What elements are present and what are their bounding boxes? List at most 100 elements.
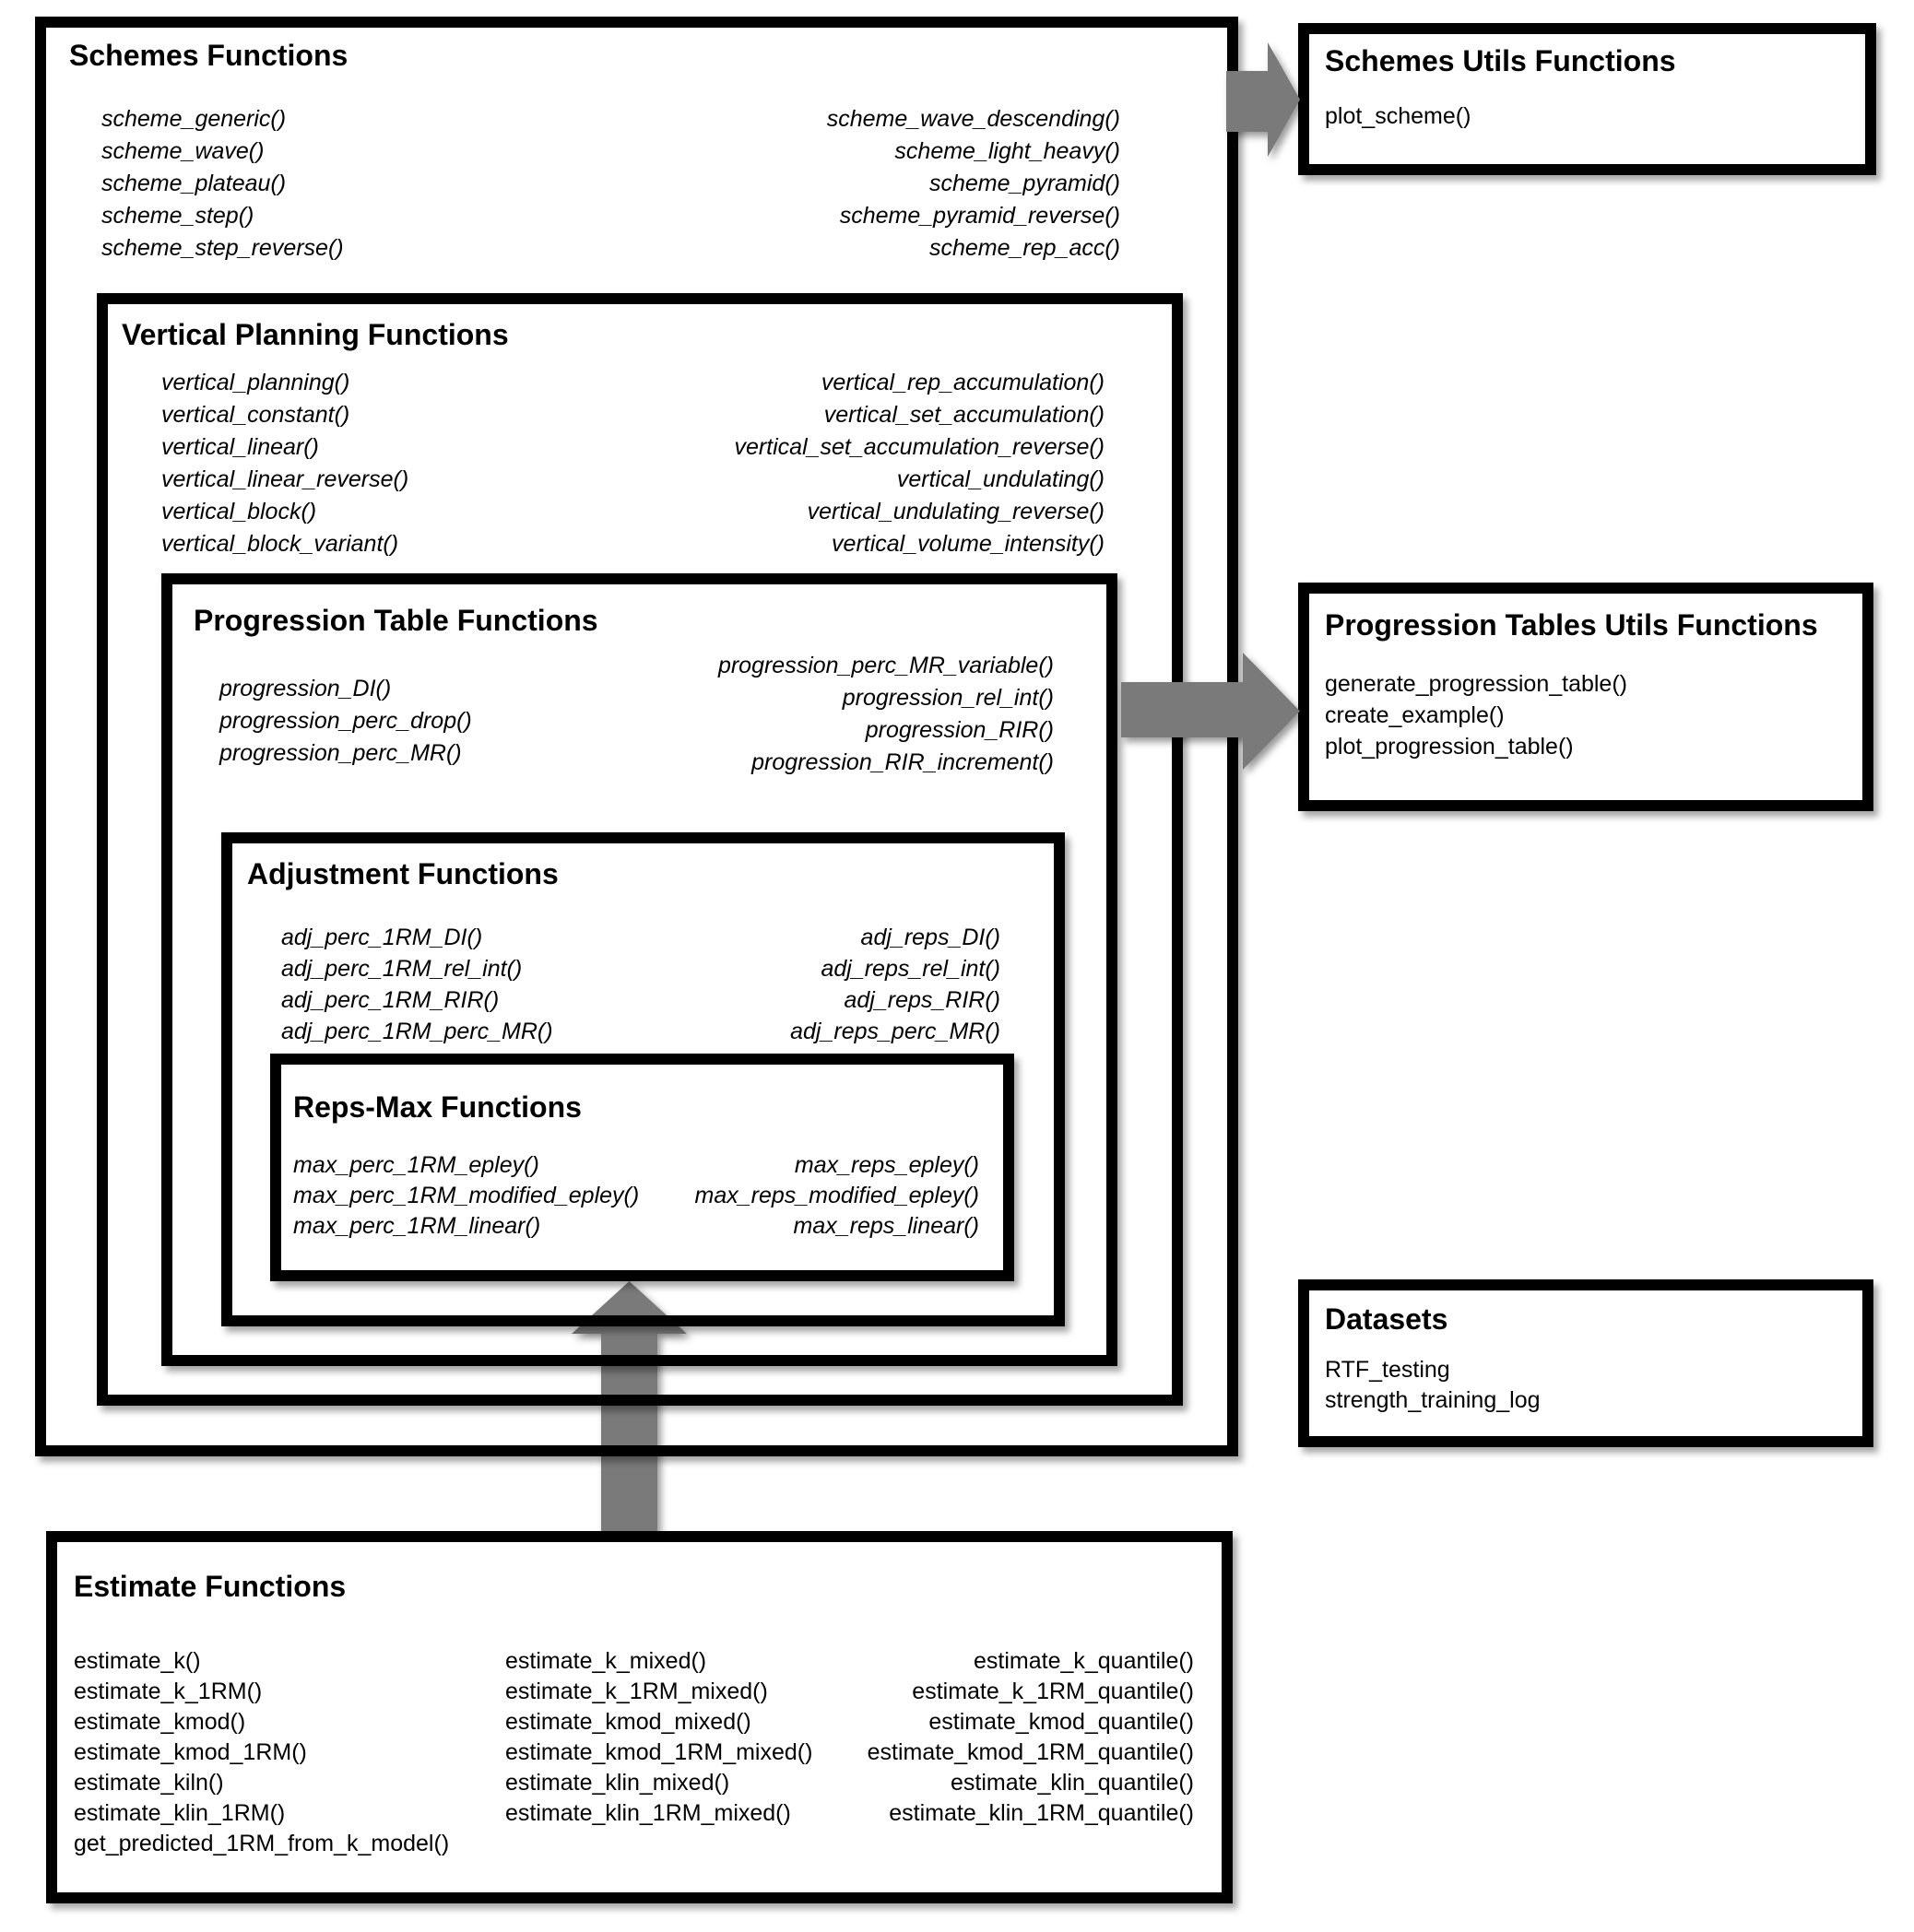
function-item: progression_perc_MR_variable() [717, 653, 1054, 678]
schemes-utils-list: plot_scheme() [1325, 101, 1471, 132]
function-item: strength_training_log [1325, 1387, 1541, 1413]
function-item: estimate_k() [74, 1648, 201, 1674]
estimate-list-col2: estimate_k_mixed() estimate_k_1RM_mixed()… [505, 1646, 812, 1829]
progression-tables-utils-list: generate_progression_table() create_examp… [1325, 668, 1627, 762]
function-item: estimate_kiln() [74, 1770, 224, 1796]
function-item: estimate_k_1RM_quantile() [912, 1679, 1194, 1704]
function-item: max_reps_modified_epley() [694, 1183, 979, 1208]
function-item: scheme_step() [101, 203, 254, 229]
function-item: adj_reps_DI() [860, 925, 1000, 950]
progression-tables-utils-functions-box: Progression Tables Utils Functions gener… [1298, 583, 1873, 811]
function-item: vertical_rep_accumulation() [821, 370, 1105, 395]
function-item: max_perc_1RM_epley() [293, 1152, 539, 1178]
arrow-right-icon [1226, 42, 1300, 157]
estimate-list-col1: estimate_k() estimate_k_1RM() estimate_kmo… [74, 1646, 449, 1859]
function-item: progression_RIR_increment() [751, 749, 1054, 775]
progression-table-list-left: progression_DI() progression_perc_drop()p… [219, 673, 472, 770]
datasets-list: RTF_testing strength_training_log [1325, 1355, 1541, 1416]
reps-max-list-right: max_reps_epley() max_reps_modified_epley(… [695, 1150, 979, 1242]
function-item: scheme_wave_descending() [826, 106, 1120, 132]
function-item: adj_perc_1RM_perc_MR() [281, 1019, 553, 1044]
function-item: vertical_set_accumulation() [823, 402, 1105, 428]
adjustment-list-left: adj_perc_1RM_DI() adj_perc_1RM_rel_int()a… [281, 922, 553, 1047]
function-item: progression_rel_int() [842, 685, 1054, 711]
function-item: plot_scheme() [1325, 103, 1471, 129]
function-item: vertical_planning() [161, 370, 350, 395]
function-item: generate_progression_table() [1325, 671, 1627, 697]
function-item: estimate_kmod() [74, 1709, 246, 1735]
function-item: vertical_volume_intensity() [832, 531, 1105, 557]
schemes-functions-box: Schemes Functions scheme_generic()scheme… [35, 17, 1238, 1456]
function-item: vertical_undulating_reverse() [807, 499, 1105, 524]
function-item: estimate_kmod_quantile() [928, 1709, 1194, 1735]
function-item: vertical_set_accumulation_reverse() [734, 434, 1105, 460]
vertical-planning-list-right: vertical_rep_accumulation() vertical_set_… [734, 367, 1105, 560]
function-item: scheme_light_heavy() [894, 138, 1120, 164]
function-item: adj_reps_RIR() [844, 987, 1000, 1013]
progression-table-functions-box: Progression Table Functions progression_… [161, 573, 1117, 1366]
function-item: estimate_klin_1RM_mixed() [505, 1800, 791, 1826]
function-item: vertical_constant() [161, 402, 350, 428]
function-item: adj_reps_perc_MR() [790, 1019, 1000, 1044]
function-item: scheme_plateau() [101, 171, 287, 196]
schemes-functions-title: Schemes Functions [69, 39, 349, 72]
function-item: estimate_kmod_1RM_quantile() [867, 1739, 1194, 1765]
function-item: vertical_linear_reverse() [161, 466, 409, 492]
schemes-utils-functions-box: Schemes Utils Functions plot_scheme() [1298, 23, 1876, 175]
function-item: scheme_step_reverse() [101, 235, 344, 261]
function-item: max_reps_linear() [793, 1213, 979, 1239]
function-item: plot_progression_table() [1325, 734, 1574, 760]
function-item: estimate_kmod_1RM() [74, 1739, 307, 1765]
adjustment-list-right: adj_reps_DI() adj_reps_rel_int() adj_reps_… [790, 922, 1000, 1047]
estimate-list-col3: estimate_k_quantile() estimate_k_1RM_quan… [868, 1646, 1194, 1829]
function-item: estimate_kmod_1RM_mixed() [505, 1739, 813, 1765]
function-item: vertical_block() [161, 499, 317, 524]
progression-table-functions-title: Progression Table Functions [194, 604, 598, 637]
function-item: vertical_undulating() [896, 466, 1105, 492]
schemes-utils-functions-title: Schemes Utils Functions [1325, 44, 1676, 77]
function-item: estimate_k_mixed() [505, 1648, 707, 1674]
adjustment-functions-title: Adjustment Functions [247, 857, 559, 890]
adjustment-functions-box: Adjustment Functions adj_perc_1RM_DI()ad… [221, 832, 1065, 1326]
reps-max-functions-box: Reps-Max Functions max_perc_1RM_epley()m… [270, 1054, 1014, 1281]
progression-table-list-right: progression_perc_MR_variable() progressio… [718, 650, 1054, 779]
function-item: estimate_k_quantile() [973, 1648, 1194, 1674]
datasets-box: Datasets RTF_testing strength_training_lo… [1298, 1279, 1873, 1447]
vertical-planning-functions-box: Vertical Planning Functions vertical_pla… [97, 293, 1183, 1406]
function-item: estimate_kmod_mixed() [505, 1709, 751, 1735]
function-item: max_perc_1RM_linear() [293, 1213, 541, 1239]
progression-tables-utils-functions-title: Progression Tables Utils Functions [1325, 608, 1818, 642]
function-item: estimate_klin_mixed() [505, 1770, 730, 1796]
function-item: adj_reps_rel_int() [821, 956, 1000, 982]
function-item: adj_perc_1RM_RIR() [281, 987, 500, 1013]
function-item: scheme_rep_acc() [928, 235, 1120, 261]
function-item: estimate_k_1RM_mixed() [505, 1679, 768, 1704]
function-item: get_predicted_1RM_from_k_model() [74, 1831, 450, 1856]
schemes-functions-list-right: scheme_wave_descending() scheme_light_hea… [827, 103, 1120, 265]
function-item: max_reps_epley() [794, 1152, 979, 1178]
vertical-planning-list-left: vertical_planning() vertical_constant()ve… [161, 367, 408, 560]
arrow-up-icon [572, 1281, 687, 1531]
estimate-functions-title: Estimate Functions [74, 1570, 347, 1603]
function-item: vertical_block_variant() [161, 531, 399, 557]
function-item: estimate_klin_quantile() [950, 1770, 1194, 1796]
datasets-title: Datasets [1325, 1302, 1448, 1336]
function-item: progression_perc_MR() [219, 740, 462, 766]
function-item: estimate_klin_1RM_quantile() [889, 1800, 1194, 1826]
function-item: scheme_wave() [101, 138, 265, 164]
function-item: scheme_pyramid() [928, 171, 1120, 196]
function-item: progression_perc_drop() [219, 708, 472, 734]
function-item: adj_perc_1RM_rel_int() [281, 956, 523, 982]
function-item: progression_RIR() [865, 717, 1054, 743]
reps-max-list-left: max_perc_1RM_epley() max_perc_1RM_modifie… [293, 1150, 639, 1242]
function-item: scheme_generic() [101, 106, 287, 132]
arrow-right-icon [1121, 653, 1300, 770]
function-item: adj_perc_1RM_DI() [281, 925, 483, 950]
function-item: max_perc_1RM_modified_epley() [293, 1183, 640, 1208]
function-item: estimate_klin_1RM() [74, 1800, 286, 1826]
function-item: progression_DI() [219, 676, 392, 701]
function-item: estimate_k_1RM() [74, 1679, 263, 1704]
function-item: RTF_testing [1325, 1357, 1450, 1383]
function-item: create_example() [1325, 702, 1505, 728]
